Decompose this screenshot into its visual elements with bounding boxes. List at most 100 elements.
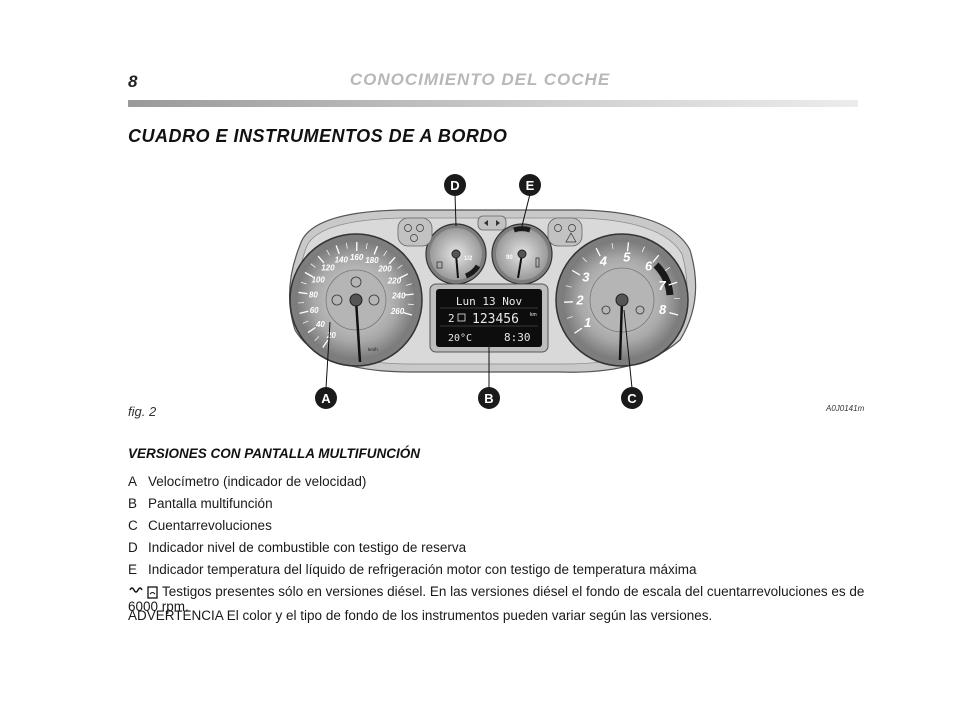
dial-tick [298,291,308,295]
warning-note: ADVERTENCIA El color y el tipo de fondo … [128,608,713,623]
dial-tick [669,312,679,316]
item-text: Velocímetro (indicador de velocidad) [148,474,367,489]
item-letter: B [128,496,138,511]
list-item: C Cuentarrevoluciones [128,518,272,533]
dial-tick [310,263,316,268]
callout-e: E [526,178,535,193]
turn-signal-icon [484,220,500,226]
speed-needle [354,299,362,363]
dial-tick [373,245,379,255]
dial-label: 3 [582,270,590,285]
item-text: Pantalla multifunción [148,496,273,511]
warning-icon [601,305,611,315]
warning-icon [368,294,380,306]
callouts: D E A B C [315,174,643,409]
coolant-temp-gauge: 90 [491,223,553,285]
warning-light-pod-center [477,215,507,231]
list-item: D Indicador nivel de combustible con test… [128,540,466,555]
dial-label: 60 [310,306,319,315]
speed-unit: km/h [368,347,378,352]
callout-a-badge [315,387,337,409]
subsection-title: VERSIONES CON PANTALLA MULTIFUNCIÓN [128,446,420,461]
list-item: B Pantalla multifunción [128,496,273,511]
callout-d: D [450,178,459,193]
display-odometer: 123456 [472,312,519,327]
dial-tick [335,245,340,255]
dial-tick [304,271,314,278]
dial-tick [611,242,614,249]
glow-plug-icon [129,587,143,594]
dial-label: 2 [575,293,584,308]
dial-tick [641,246,645,253]
item-text: Indicador nivel de combustible con testi… [148,540,467,555]
item-letter: C [128,518,138,533]
light-icon [554,224,562,232]
display-time: 8:30 [504,331,531,344]
dial-label: 5 [623,249,631,264]
callout-c: C [627,391,637,406]
hazard-triangle-icon [565,232,577,243]
item-letter: D [128,540,138,555]
dial-label: 20 [326,331,336,340]
fuel-gauge: 1/2 [425,223,487,285]
section-title: CUADRO E INSTRUMENTOS DE A BORDO [128,126,508,146]
dial-label: 220 [387,277,402,286]
callout-e-badge [519,174,541,196]
dial-tick [345,242,348,249]
dial-label: 260 [390,307,405,316]
item-letter: E [128,562,138,577]
dial-label: 180 [365,256,379,265]
dial-tick [314,336,320,341]
dial-tick [652,254,660,263]
dial-tick [565,285,572,288]
dial-label: 80 [309,290,318,299]
dial-tick [582,257,587,263]
dial-label: 8 [659,302,667,317]
display-odometer-unit: km [530,312,537,318]
dial-tick [405,283,412,286]
item-letter: A [128,474,138,489]
warning-icon [635,305,645,315]
dial-tick [300,281,307,285]
warning-light-pod-right [547,217,583,247]
warning-icon [331,294,343,306]
page-number: 8 [128,72,138,91]
callout-a: A [321,391,331,406]
dial-tick [383,250,388,257]
fuel-half-label: 1/2 [464,256,473,262]
dial-label: 100 [311,276,325,285]
dial-tick [322,339,329,348]
dial-tick [668,281,678,286]
callout-b: B [484,391,493,406]
list-item: E Indicador temperatura del líquido de re… [128,562,697,577]
multifunction-display: Lun 13 Nov 2 123456 km 20°C 8:30 [429,283,549,353]
callout-d-badge [444,174,466,196]
figure-code: A0J0141m [826,404,865,413]
tacho-needle [618,299,624,361]
dial-tick [388,256,396,265]
figure-caption: fig. 2 [128,404,157,419]
fuel-pump-icon [436,261,443,269]
item-text: Indicador temperatura del líquido de ref… [148,562,697,577]
dial-tick [566,316,573,319]
dial-tick [403,312,413,316]
diesel-note-text: Testigos presentes sólo en versiones dié… [128,584,865,615]
dial-label: 120 [321,263,335,272]
dial-label: 200 [377,264,392,273]
display-date: Lun 13 Nov [456,295,523,308]
item-text: Cuentarrevoluciones [148,518,272,533]
dial-tick [397,264,403,269]
dial-tick [574,327,583,334]
dial-tick [317,255,325,264]
dial-tick [404,293,414,296]
display-trip-prefix: 2 [448,312,455,325]
light-icon [410,234,418,242]
diesel-note: Testigos presentes sólo en versiones dié… [128,584,868,614]
running-head: CONOCIMIENTO DEL COCHE [349,70,611,89]
list-item: A Velocímetro (indicador de velocidad) [128,474,366,489]
dial-label: 160 [350,253,364,262]
dial-label: 4 [599,253,608,268]
